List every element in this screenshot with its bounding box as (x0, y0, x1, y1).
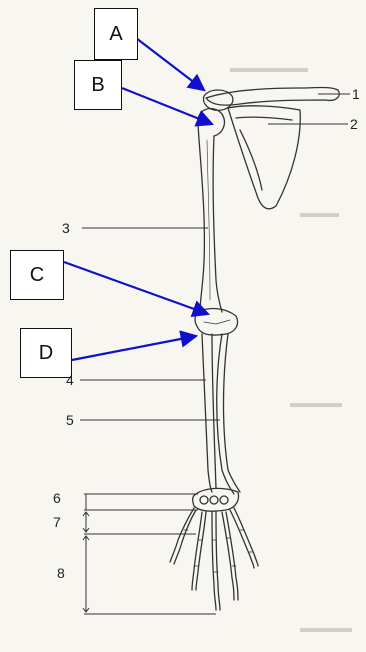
scapula (228, 106, 300, 209)
number-7: 7 (53, 514, 61, 530)
label-box-b: B (74, 60, 122, 110)
humerus-head (198, 109, 225, 136)
label-box-a: A (94, 8, 138, 60)
label-b: B (91, 74, 104, 97)
label-a: A (109, 23, 122, 46)
number-2: 2 (350, 116, 358, 132)
number-1: 1 (352, 86, 360, 102)
ulna (202, 334, 216, 492)
finger-2 (212, 512, 216, 610)
radius (217, 334, 240, 494)
arrow-d (72, 336, 196, 360)
arrow-b (122, 88, 212, 124)
number-4: 4 (66, 372, 74, 388)
number-8: 8 (57, 565, 65, 581)
label-box-c: C (10, 250, 64, 300)
number-5: 5 (66, 412, 74, 428)
number-3: 3 (62, 220, 70, 236)
clavicle (206, 88, 339, 106)
arrow-a (136, 38, 204, 90)
number-6: 6 (53, 490, 61, 506)
label-box-d: D (20, 328, 72, 378)
label-d: D (39, 342, 53, 365)
thumb (170, 508, 194, 562)
arrow-c (64, 262, 208, 314)
label-c: C (30, 264, 44, 287)
